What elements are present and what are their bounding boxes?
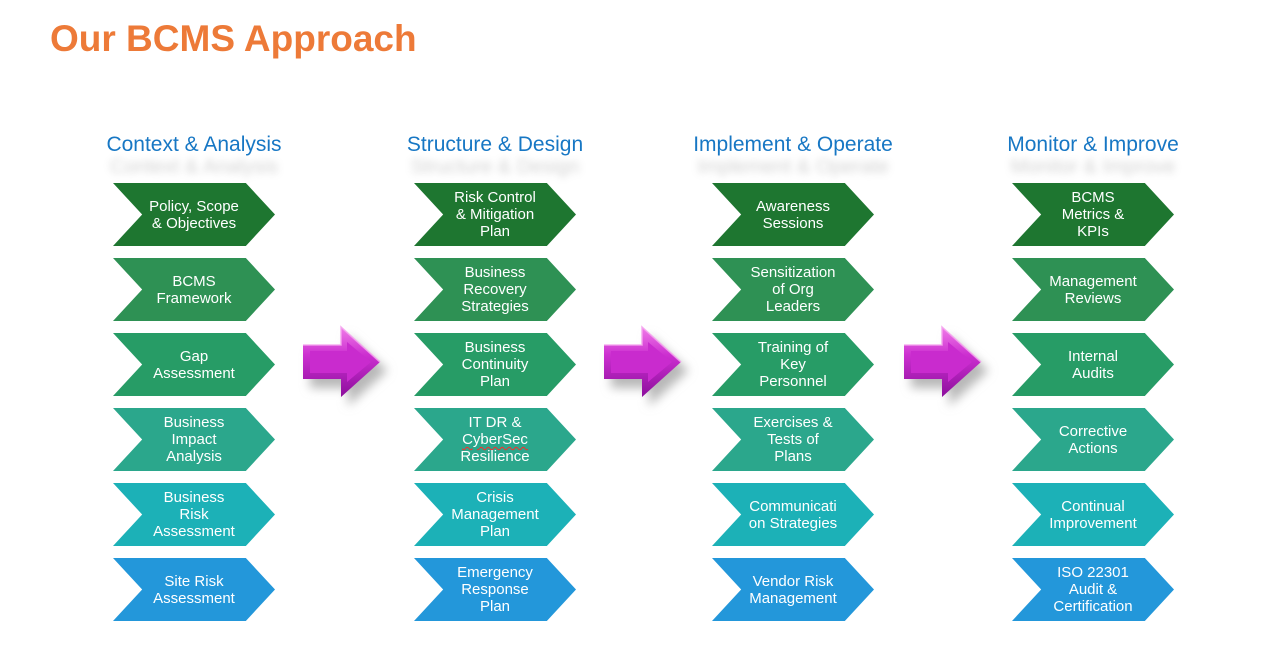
chevron-policy-scope-objectives: Policy, Scope & Objectives	[113, 183, 275, 246]
chevron-label: BCMS Metrics & KPIs	[1061, 189, 1125, 240]
column-header-shadow: Context & Analysis	[109, 155, 279, 178]
chevron-bcms-metrics-kpis: BCMS Metrics & KPIs	[1012, 183, 1174, 246]
chevron-label: Risk Control & Mitigation Plan	[454, 189, 536, 240]
flow-arrow-icon	[901, 320, 987, 406]
chevron-crisis-management-plan: Crisis Management Plan	[414, 483, 576, 546]
chevron-risk-control-mitigation-plan: Risk Control & Mitigation Plan	[414, 183, 576, 246]
chevron-label: BCMS Framework	[156, 272, 232, 307]
chevron-sensitization-org-leaders: Sensitization of Org Leaders	[712, 258, 874, 321]
flow-arrow-icon	[300, 320, 386, 406]
chevron-label: Crisis Management Plan	[451, 489, 539, 540]
chevron-label: IT DR & CyberSec Resilience	[460, 414, 530, 465]
chevron-label: Awareness Sessions	[756, 197, 830, 232]
column-header-shadow: Structure & Design	[410, 155, 580, 178]
chevron-label: Business Continuity Plan	[461, 339, 529, 390]
column-header-shadow: Implement & Operate	[697, 155, 889, 178]
chevron-management-reviews: Management Reviews	[1012, 258, 1174, 321]
page-title: Our BCMS Approach	[50, 18, 417, 59]
chevron-label: Corrective Actions	[1058, 422, 1128, 457]
column-header: Context & Analysis	[106, 133, 282, 156]
chevron-label: Business Recovery Strategies	[461, 264, 529, 315]
chevron-label: Management Reviews	[1049, 272, 1137, 307]
chevron-label: Gap Assessment	[153, 347, 235, 382]
column-context-analysis: Context & Analysis Context & Analysis Po…	[106, 133, 282, 633]
chevron-gap-assessment: Gap Assessment	[113, 333, 275, 396]
chevron-vendor-risk-management: Vendor Risk Management	[712, 558, 874, 621]
chevron-label: Continual Improvement	[1049, 497, 1137, 532]
column-monitor-improve: Monitor & Improve Monitor & Improve BCMS…	[1007, 133, 1179, 633]
chevron-label: Exercises & Tests of Plans	[753, 414, 833, 465]
chevron-continual-improvement: Continual Improvement	[1012, 483, 1174, 546]
column-header: Monitor & Improve	[1007, 133, 1179, 156]
chevron-site-risk-assessment: Site Risk Assessment	[113, 558, 275, 621]
chevron-bcms-framework: BCMS Framework	[113, 258, 275, 321]
chevron-iso-22301-audit-certification: ISO 22301 Audit & Certification	[1012, 558, 1174, 621]
chevron-corrective-actions: Corrective Actions	[1012, 408, 1174, 471]
flow-arrow-icon	[601, 320, 687, 406]
chevron-business-continuity-plan: Business Continuity Plan	[414, 333, 576, 396]
chevron-training-key-personnel: Training of Key Personnel	[712, 333, 874, 396]
chevron-it-dr-cybersec-resilience: IT DR & CyberSec Resilience	[414, 408, 576, 471]
chevron-internal-audits: Internal Audits	[1012, 333, 1174, 396]
chevron-label: Site Risk Assessment	[153, 572, 235, 607]
chevron-business-risk-assessment: Business Risk Assessment	[113, 483, 275, 546]
chevron-label: Business Risk Assessment	[153, 489, 235, 540]
chevron-label: ISO 22301 Audit & Certification	[1053, 564, 1133, 615]
chevron-label: Business Impact Analysis	[163, 414, 225, 465]
chevron-label: Policy, Scope & Objectives	[149, 197, 239, 232]
chevron-business-recovery-strategies: Business Recovery Strategies	[414, 258, 576, 321]
chevron-label: Training of Key Personnel	[757, 339, 829, 390]
chevron-label: Vendor Risk Management	[749, 572, 837, 607]
column-structure-design: Structure & Design Structure & Design Ri…	[407, 133, 583, 633]
chevron-label: Internal Audits	[1067, 347, 1119, 382]
column-header: Structure & Design	[406, 133, 584, 156]
chevron-communication-strategies: Communicati on Strategies	[712, 483, 874, 546]
column-implement-operate: Implement & Operate Implement & Operate …	[693, 133, 893, 633]
chevron-emergency-response-plan: Emergency Response Plan	[414, 558, 576, 621]
chevron-business-impact-analysis: Business Impact Analysis	[113, 408, 275, 471]
chevron-awareness-sessions: Awareness Sessions	[712, 183, 874, 246]
chevron-label: Communicati on Strategies	[748, 497, 838, 532]
column-header: Implement & Operate	[693, 133, 893, 156]
chevron-label: Emergency Response Plan	[457, 564, 533, 615]
chevron-label: Sensitization of Org Leaders	[750, 264, 836, 315]
column-header-shadow: Monitor & Improve	[1010, 155, 1176, 178]
chevron-exercises-tests-plans: Exercises & Tests of Plans	[712, 408, 874, 471]
